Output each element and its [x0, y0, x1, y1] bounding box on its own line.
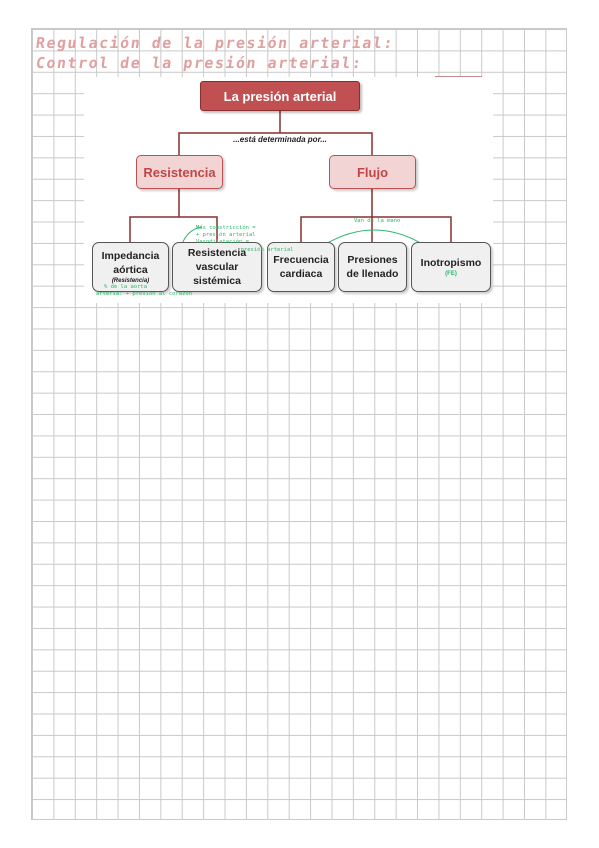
root-node: La presión arterial — [200, 81, 360, 111]
flujo-branch-line — [300, 216, 452, 242]
resistencia-node: Resistencia — [136, 155, 223, 189]
connector-text: ...está determinada por... — [210, 135, 350, 144]
resistencia-label: Resistencia — [143, 164, 216, 180]
impedancia-note: (Resistencia) — [111, 278, 150, 284]
green-note-rvs-4: - presión arterial — [234, 247, 294, 253]
rvs-line1: Resistencia — [187, 247, 247, 259]
frecuencia-node: Frecuencia cardiaca — [267, 242, 335, 292]
impedancia-line2: aórtica — [113, 264, 148, 276]
frecuencia-line1: Frecuencia — [273, 254, 329, 266]
green-note-imp-1: % de la aorta — [104, 284, 148, 290]
flujo-node: Flujo — [329, 155, 416, 189]
rvs-line3: sistémica — [193, 275, 241, 287]
green-note-rvs-3: Vasodilatación = — [196, 239, 249, 245]
presiones-line2: de llenado — [346, 268, 399, 280]
inotropismo-note: (FE) — [445, 271, 457, 277]
flujo-label: Flujo — [356, 164, 389, 180]
green-note-flujo: Van de la mano — [354, 218, 401, 224]
presiones-node: Presiones de llenado — [338, 242, 407, 292]
green-note-rvs-1: Más constricción = — [196, 225, 256, 231]
presiones-line1: Presiones — [347, 254, 398, 266]
rvs-line2: vascular — [195, 261, 239, 273]
impedancia-node: Impedancia aórtica (Resistencia) — [92, 242, 169, 292]
inotropismo-line1: Inotropismo — [420, 257, 482, 269]
green-note-imp-2: arteria: + presión al corazón — [96, 291, 193, 297]
resistencia-branch-line — [129, 216, 218, 242]
root-branch-line — [178, 132, 373, 155]
green-note-rvs-2: + presión arterial — [196, 232, 256, 238]
frecuencia-line2: cardiaca — [279, 268, 323, 280]
impedancia-line1: Impedancia — [101, 250, 160, 262]
root-label: La presión arterial — [223, 88, 337, 104]
green-arc — [323, 229, 425, 246]
handwritten-heading-2: Control de la presión arterial: — [34, 54, 364, 72]
rvs-node: Resistencia vascular sistémica — [172, 242, 262, 292]
concept-diagram: La presión arterial ...está determinada … — [84, 77, 493, 303]
handwritten-heading-1: Regulación de la presión arterial: — [34, 34, 396, 52]
inotropismo-node: Inotropismo (FE) — [411, 242, 491, 292]
green-arrow-rvs — [181, 226, 203, 245]
connector-lines — [129, 111, 452, 246]
